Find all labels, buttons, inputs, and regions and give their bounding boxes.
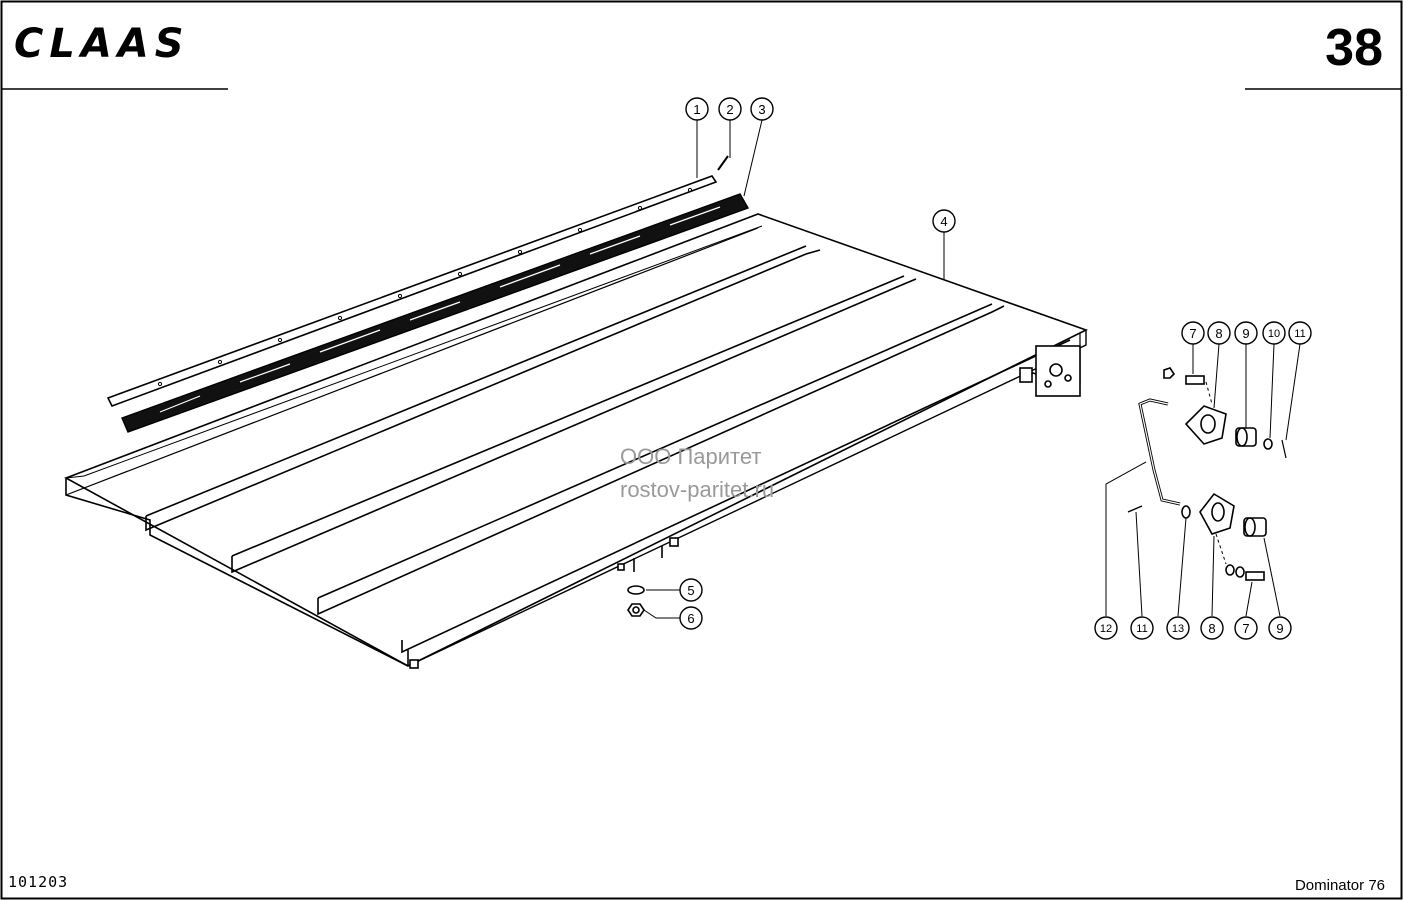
callout-9-upper-label: 9 <box>1242 326 1249 341</box>
floor-plate-outline <box>64 213 1089 667</box>
callout-6-label: 6 <box>687 611 694 626</box>
callout-8-lower-label: 8 <box>1208 621 1215 636</box>
edge-strip <box>106 175 718 407</box>
callout-1: 1 <box>685 97 709 121</box>
plate-ribs <box>145 245 1071 654</box>
callout-8-upper: 8 <box>1207 321 1231 345</box>
rubber-seal <box>121 193 750 433</box>
lever-hardware <box>1127 367 1287 581</box>
callout-7-lower: 7 <box>1234 616 1258 640</box>
callout-7-upper: 7 <box>1181 321 1205 345</box>
watermark: ООО Паритет rostov-paritet.ru <box>620 440 774 506</box>
callout-11-upper: 11 <box>1288 321 1312 345</box>
callout-10: 10 <box>1262 321 1286 345</box>
upper-flange <box>1184 405 1227 445</box>
model-name: Dominator 76 <box>1294 877 1385 894</box>
callout-5: 5 <box>679 578 703 602</box>
callout-13-label: 13 <box>1172 623 1184 635</box>
callout-13: 13 <box>1166 616 1190 640</box>
watermark-company: ООО Паритет <box>620 444 762 469</box>
brand-logo: CLAAS <box>14 22 230 66</box>
callout-9-lower-label: 9 <box>1276 621 1283 636</box>
callout-2-label: 2 <box>726 102 733 117</box>
brand-logo-text: CLAAS <box>14 21 190 67</box>
underside-studs <box>409 537 679 669</box>
callout-9-lower: 9 <box>1268 616 1292 640</box>
leader-lines <box>643 119 1301 619</box>
upper-bushing <box>1235 427 1257 447</box>
callout-7-lower-label: 7 <box>1242 621 1249 636</box>
callout-8-upper-label: 8 <box>1215 326 1222 341</box>
callout-2: 2 <box>718 97 742 121</box>
callouts: 1 2 3 4 5 6 7 8 9 10 11 12 11 13 8 7 9 <box>679 97 1312 640</box>
callout-1-label: 1 <box>693 102 700 117</box>
callout-7-upper-label: 7 <box>1189 326 1196 341</box>
bolt-part <box>717 155 729 171</box>
document-code: 101203 <box>8 873 69 891</box>
side-bracket <box>1019 345 1081 397</box>
callout-5-label: 5 <box>687 583 694 598</box>
callout-4-label: 4 <box>940 214 947 229</box>
callout-3: 3 <box>750 97 774 121</box>
lower-flange <box>1199 492 1235 535</box>
front-edge <box>65 478 409 667</box>
washer-part <box>627 585 645 595</box>
nut-part <box>627 603 645 617</box>
callout-12: 12 <box>1094 616 1118 640</box>
lever-rod <box>1138 398 1181 506</box>
page-number: 38 <box>1325 19 1383 77</box>
callout-11-lower-label: 11 <box>1136 623 1147 635</box>
callout-9-upper: 9 <box>1234 321 1258 345</box>
callout-10-label: 10 <box>1268 328 1280 340</box>
callout-6: 6 <box>679 606 703 630</box>
callout-11-lower: 11 <box>1130 616 1154 640</box>
callout-8-lower: 8 <box>1200 616 1224 640</box>
callout-4: 4 <box>932 209 956 233</box>
lower-bushing <box>1243 517 1267 537</box>
callout-3-label: 3 <box>758 102 765 117</box>
watermark-site: rostov-paritet.ru <box>620 477 775 502</box>
callout-11-upper-label: 11 <box>1294 328 1305 340</box>
callout-12-label: 12 <box>1100 623 1112 635</box>
floor-plate-assembly <box>64 213 1089 669</box>
